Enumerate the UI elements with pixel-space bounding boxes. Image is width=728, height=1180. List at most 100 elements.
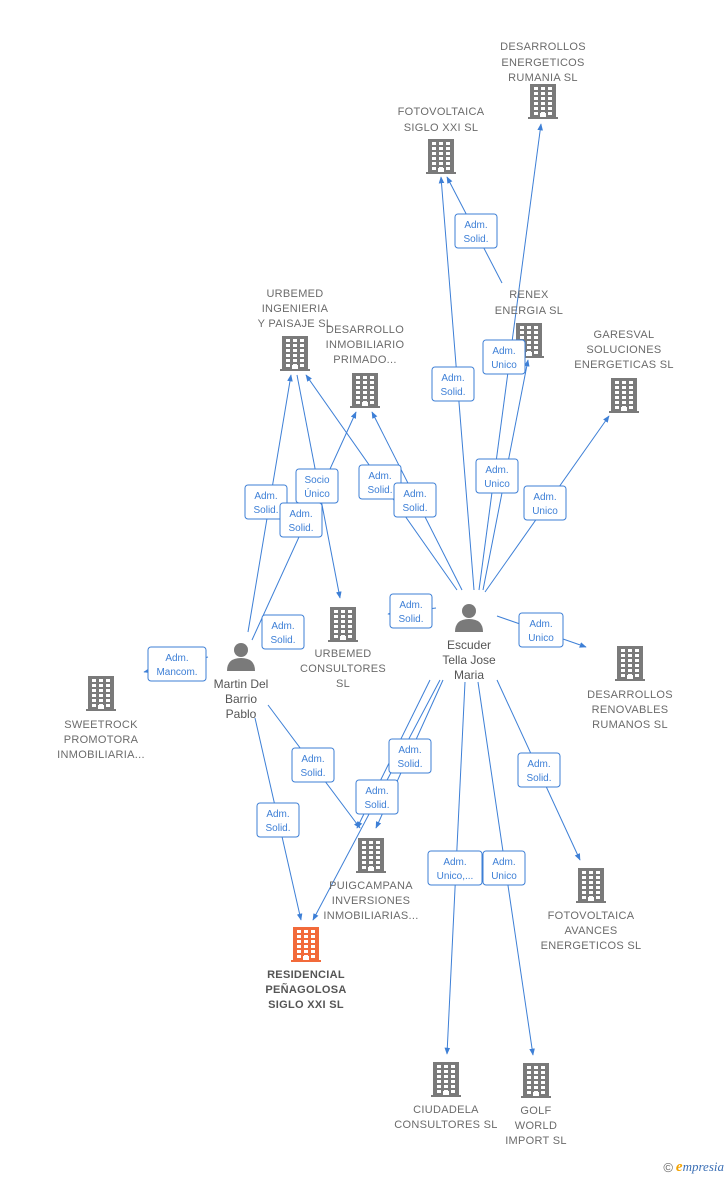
building-icon-puigcampana[interactable] xyxy=(356,838,386,873)
role-badge-r21[interactable]: Adm. Unico xyxy=(482,850,526,886)
role-text: Adm. xyxy=(399,600,422,611)
copyright-footer: © empresia xyxy=(663,1159,724,1176)
role-text: Adm. xyxy=(492,857,515,868)
role-badge-r16[interactable]: Adm.Solid. xyxy=(291,747,335,783)
building-icon-garesval[interactable] xyxy=(609,378,639,413)
company-label-desarrollo_inmobiliario[interactable]: PRIMADO... xyxy=(333,354,397,366)
company-label-desarrollos_energeticos_rumania[interactable]: DESARROLLOS xyxy=(500,41,586,53)
company-label-sweetrock[interactable]: PROMOTORA xyxy=(64,734,139,746)
role-badge-r3[interactable]: Adm.Solid. xyxy=(431,366,475,402)
company-label-urbemed_consultores[interactable]: URBEMED xyxy=(314,648,371,660)
role-badge-r17[interactable]: Adm.Solid. xyxy=(517,752,561,788)
company-label-fotovoltaica_avances[interactable]: FOTOVOLTAICA xyxy=(548,910,635,922)
company-label-sweetrock[interactable]: INMOBILIARIA... xyxy=(57,749,145,761)
company-label-golf_world[interactable]: IMPORT SL xyxy=(505,1135,567,1147)
building-icon-urbemed_consultores[interactable] xyxy=(328,607,358,642)
company-label-fotovoltaica_siglo_xxi[interactable]: SIGLO XXI SL xyxy=(404,122,479,134)
role-text: Solid. xyxy=(463,234,488,245)
company-label-sweetrock[interactable]: SWEETROCK xyxy=(64,719,138,731)
building-icon-desarrollos_renovables[interactable] xyxy=(615,646,645,681)
role-text: Adm. xyxy=(485,465,508,476)
person-label-escuder[interactable]: Escuder xyxy=(447,638,491,652)
person-label-martin[interactable]: Pablo xyxy=(226,707,257,721)
building-icon-desarrollo_inmobiliario[interactable] xyxy=(350,373,380,408)
company-label-renex_energia[interactable]: RENEX xyxy=(509,289,549,301)
role-badge-r15[interactable]: Adm.Solid. xyxy=(388,738,432,774)
role-text: Adm. xyxy=(271,621,294,632)
role-text: Solid. xyxy=(367,485,392,496)
company-label-desarrollos_renovables[interactable]: RUMANOS SL xyxy=(592,719,668,731)
role-badge-r14[interactable]: Adm.Mancom. xyxy=(147,646,207,682)
role-badge-r5[interactable]: Adm.Unico xyxy=(523,485,567,521)
role-badge-r18[interactable]: Adm.Solid. xyxy=(355,779,399,815)
role-badge-r12[interactable]: Adm.Solid. xyxy=(261,614,305,650)
role-text: Solid. xyxy=(288,523,313,534)
role-badge-r1[interactable]: Adm.Solid. xyxy=(454,213,498,249)
company-label-puigcampana[interactable]: PUIGCAMPANA xyxy=(329,880,413,892)
person-label-escuder[interactable]: Tella Jose xyxy=(442,653,496,667)
company-label-desarrollo_inmobiliario[interactable]: INMOBILIARIO xyxy=(326,339,405,351)
building-icon-urbemed_ingenieria[interactable] xyxy=(280,336,310,371)
brand-logo[interactable]: empresia xyxy=(676,1159,724,1176)
company-label-urbemed_ingenieria[interactable]: URBEMED xyxy=(266,288,323,300)
role-text: Adm. xyxy=(266,809,289,820)
company-label-puigcampana[interactable]: INVERSIONES xyxy=(332,895,411,907)
building-icon-golf_world[interactable] xyxy=(521,1063,551,1098)
company-label-residencial[interactable]: SIGLO XXI SL xyxy=(268,999,344,1011)
company-label-golf_world[interactable]: WORLD xyxy=(515,1120,557,1132)
role-text: Adm. xyxy=(254,491,277,502)
role-badge-r8[interactable]: Adm.Solid. xyxy=(393,482,437,518)
company-label-renex_energia[interactable]: ENERGIA SL xyxy=(495,305,563,317)
person-label-martin[interactable]: Barrio xyxy=(225,692,257,706)
role-badge-r6[interactable]: Adm.Solid. xyxy=(358,464,402,500)
company-label-desarrollo_inmobiliario[interactable]: DESARROLLO xyxy=(326,324,404,336)
company-label-ciudadela[interactable]: CIUDADELA xyxy=(413,1104,479,1116)
role-text: Unico,... xyxy=(437,871,474,882)
person-label-escuder[interactable]: Maria xyxy=(454,668,484,682)
company-label-urbemed_ingenieria[interactable]: INGENIERIA xyxy=(262,303,329,315)
company-label-urbemed_ingenieria[interactable]: Y PAISAJE SL xyxy=(258,318,333,330)
company-label-fotovoltaica_siglo_xxi[interactable]: FOTOVOLTAICA xyxy=(398,106,485,118)
building-icon-fotovoltaica_avances[interactable] xyxy=(576,868,606,903)
role-text: Solid. xyxy=(526,773,551,784)
company-label-residencial[interactable]: PEÑAGOLOSA xyxy=(265,983,346,996)
role-badge-r10[interactable]: Adm. Solid. xyxy=(279,502,323,538)
person-icon-escuder[interactable] xyxy=(455,604,483,632)
role-badge-r2[interactable]: Adm.Unico xyxy=(482,339,526,375)
company-label-desarrollos_renovables[interactable]: RENOVABLES xyxy=(592,704,669,716)
company-label-puigcampana[interactable]: INMOBILIARIAS... xyxy=(323,910,418,922)
company-label-desarrollos_energeticos_rumania[interactable]: RUMANIA SL xyxy=(508,72,578,84)
company-label-fotovoltaica_avances[interactable]: AVANCES xyxy=(564,925,617,937)
company-label-garesval[interactable]: SOLUCIONES xyxy=(586,344,661,356)
role-text: Adm. xyxy=(365,786,388,797)
company-label-ciudadela[interactable]: CONSULTORES SL xyxy=(394,1119,497,1131)
role-badge-r13[interactable]: Adm.Unico xyxy=(518,612,564,648)
building-icon-ciudadela[interactable] xyxy=(431,1062,461,1097)
company-label-garesval[interactable]: ENERGETICAS SL xyxy=(574,359,674,371)
role-text: Unico xyxy=(491,871,517,882)
nodes-layer: DESARROLLOS ENERGETICOS RUMANIA SL FOTOVOLT… xyxy=(57,41,674,1147)
role-text: Solid. xyxy=(398,614,423,625)
role-badge-r9[interactable]: Adm.Solid. xyxy=(244,484,288,520)
building-icon-fotovoltaica_siglo_xxi[interactable] xyxy=(426,139,456,174)
role-badge-r19[interactable]: Adm.Solid. xyxy=(256,802,300,838)
company-label-urbemed_consultores[interactable]: SL xyxy=(336,678,350,690)
building-icon-residencial[interactable] xyxy=(291,927,321,962)
role-text: Adm. xyxy=(289,509,312,520)
role-badge-r4[interactable]: Adm.Unico xyxy=(475,458,519,494)
company-label-desarrollos_renovables[interactable]: DESARROLLOS xyxy=(587,689,673,701)
role-badge-r11[interactable]: Adm. Solid. xyxy=(389,593,433,629)
role-badge-r20[interactable]: Adm.Unico,... xyxy=(427,850,483,886)
person-icon-martin[interactable] xyxy=(227,643,255,671)
company-label-garesval[interactable]: GARESVAL xyxy=(594,329,655,341)
company-label-residencial[interactable]: RESIDENCIAL xyxy=(267,969,345,981)
company-label-urbemed_consultores[interactable]: CONSULTORES xyxy=(300,663,386,675)
person-label-martin[interactable]: Martin Del xyxy=(214,677,269,691)
building-icon-sweetrock[interactable] xyxy=(86,676,116,711)
company-label-fotovoltaica_avances[interactable]: ENERGETICOS SL xyxy=(541,940,642,952)
role-text: Socio xyxy=(304,475,329,486)
company-label-golf_world[interactable]: GOLF xyxy=(520,1105,551,1117)
company-label-desarrollos_energeticos_rumania[interactable]: ENERGETICOS xyxy=(501,57,584,69)
building-icon-desarrollos_energeticos_rumania[interactable] xyxy=(528,84,558,119)
